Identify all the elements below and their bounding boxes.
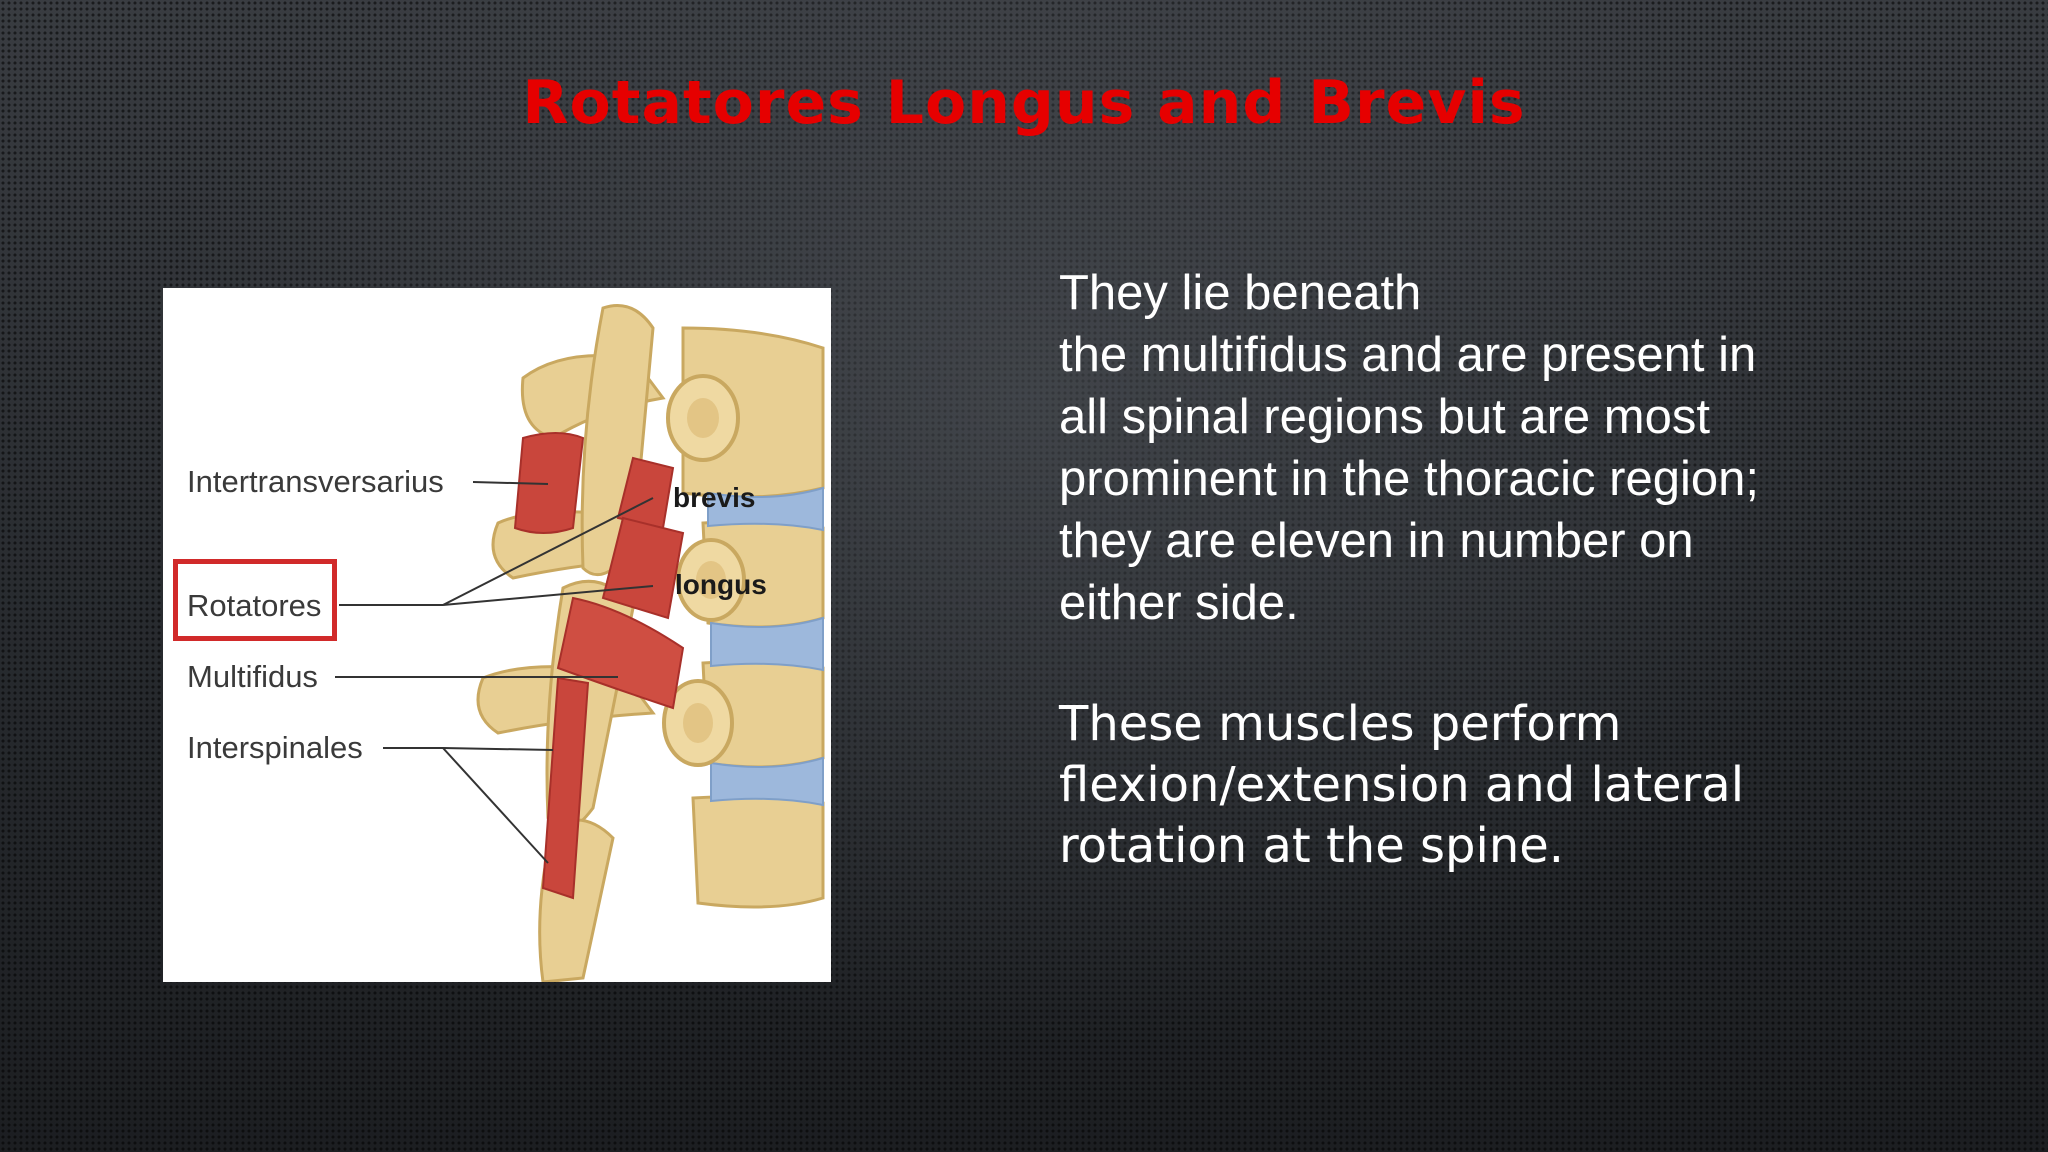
- body-text: They lie beneath the multifidus and are …: [1059, 262, 2009, 877]
- text-line: prominent in the thoracic region;: [1059, 452, 1759, 506]
- label-longus: longus: [675, 569, 767, 600]
- anatomy-figure: Intertransversarius Rotatores Multifidus…: [163, 288, 831, 982]
- pedicle: [687, 398, 719, 438]
- text-line: rotation at the spine.: [1059, 818, 1565, 874]
- text-line: the multifidus and are present in: [1059, 328, 1757, 382]
- text-line: either side.: [1059, 576, 1299, 630]
- pedicle: [683, 703, 713, 743]
- label-multifidus: Multifidus: [187, 659, 318, 694]
- leader-line: [442, 747, 554, 751]
- label-brevis: brevis: [673, 482, 756, 513]
- label-interspinales: Interspinales: [187, 730, 363, 765]
- leader-line: [472, 481, 549, 485]
- paragraph-description: They lie beneath the multifidus and are …: [1059, 262, 2009, 634]
- label-intertransversarius: Intertransversarius: [187, 464, 444, 499]
- text-line: These muscles perform: [1059, 696, 1622, 752]
- leader-line: [442, 585, 654, 606]
- text-line: They lie beneath: [1059, 266, 1422, 320]
- pedicle: [696, 561, 726, 599]
- vertebral-body: [691, 794, 825, 909]
- rotatores-longus-muscle: [601, 516, 685, 620]
- intertransversarius-muscle: [513, 432, 585, 534]
- text-line: all spinal regions but are most: [1059, 390, 1710, 444]
- intervertebral-disc: [707, 486, 824, 532]
- text-line: flexion/extension and lateral: [1059, 757, 1745, 813]
- rotatores-highlight-box: [173, 559, 337, 641]
- label-rotatores: Rotatores: [187, 588, 322, 623]
- leader-line: [442, 497, 654, 606]
- text-line: they are eleven in number on: [1059, 514, 1694, 568]
- leader-line: [442, 747, 549, 864]
- intervertebral-disc: [710, 616, 824, 672]
- paragraph-function: These muscles perform flexion/extension …: [1059, 694, 2009, 877]
- interspinales-muscle: [541, 676, 590, 900]
- slide-title: Rotatores Longus and Brevis: [522, 68, 1526, 138]
- intervertebral-disc: [710, 756, 824, 807]
- spine-illustration: [335, 304, 825, 982]
